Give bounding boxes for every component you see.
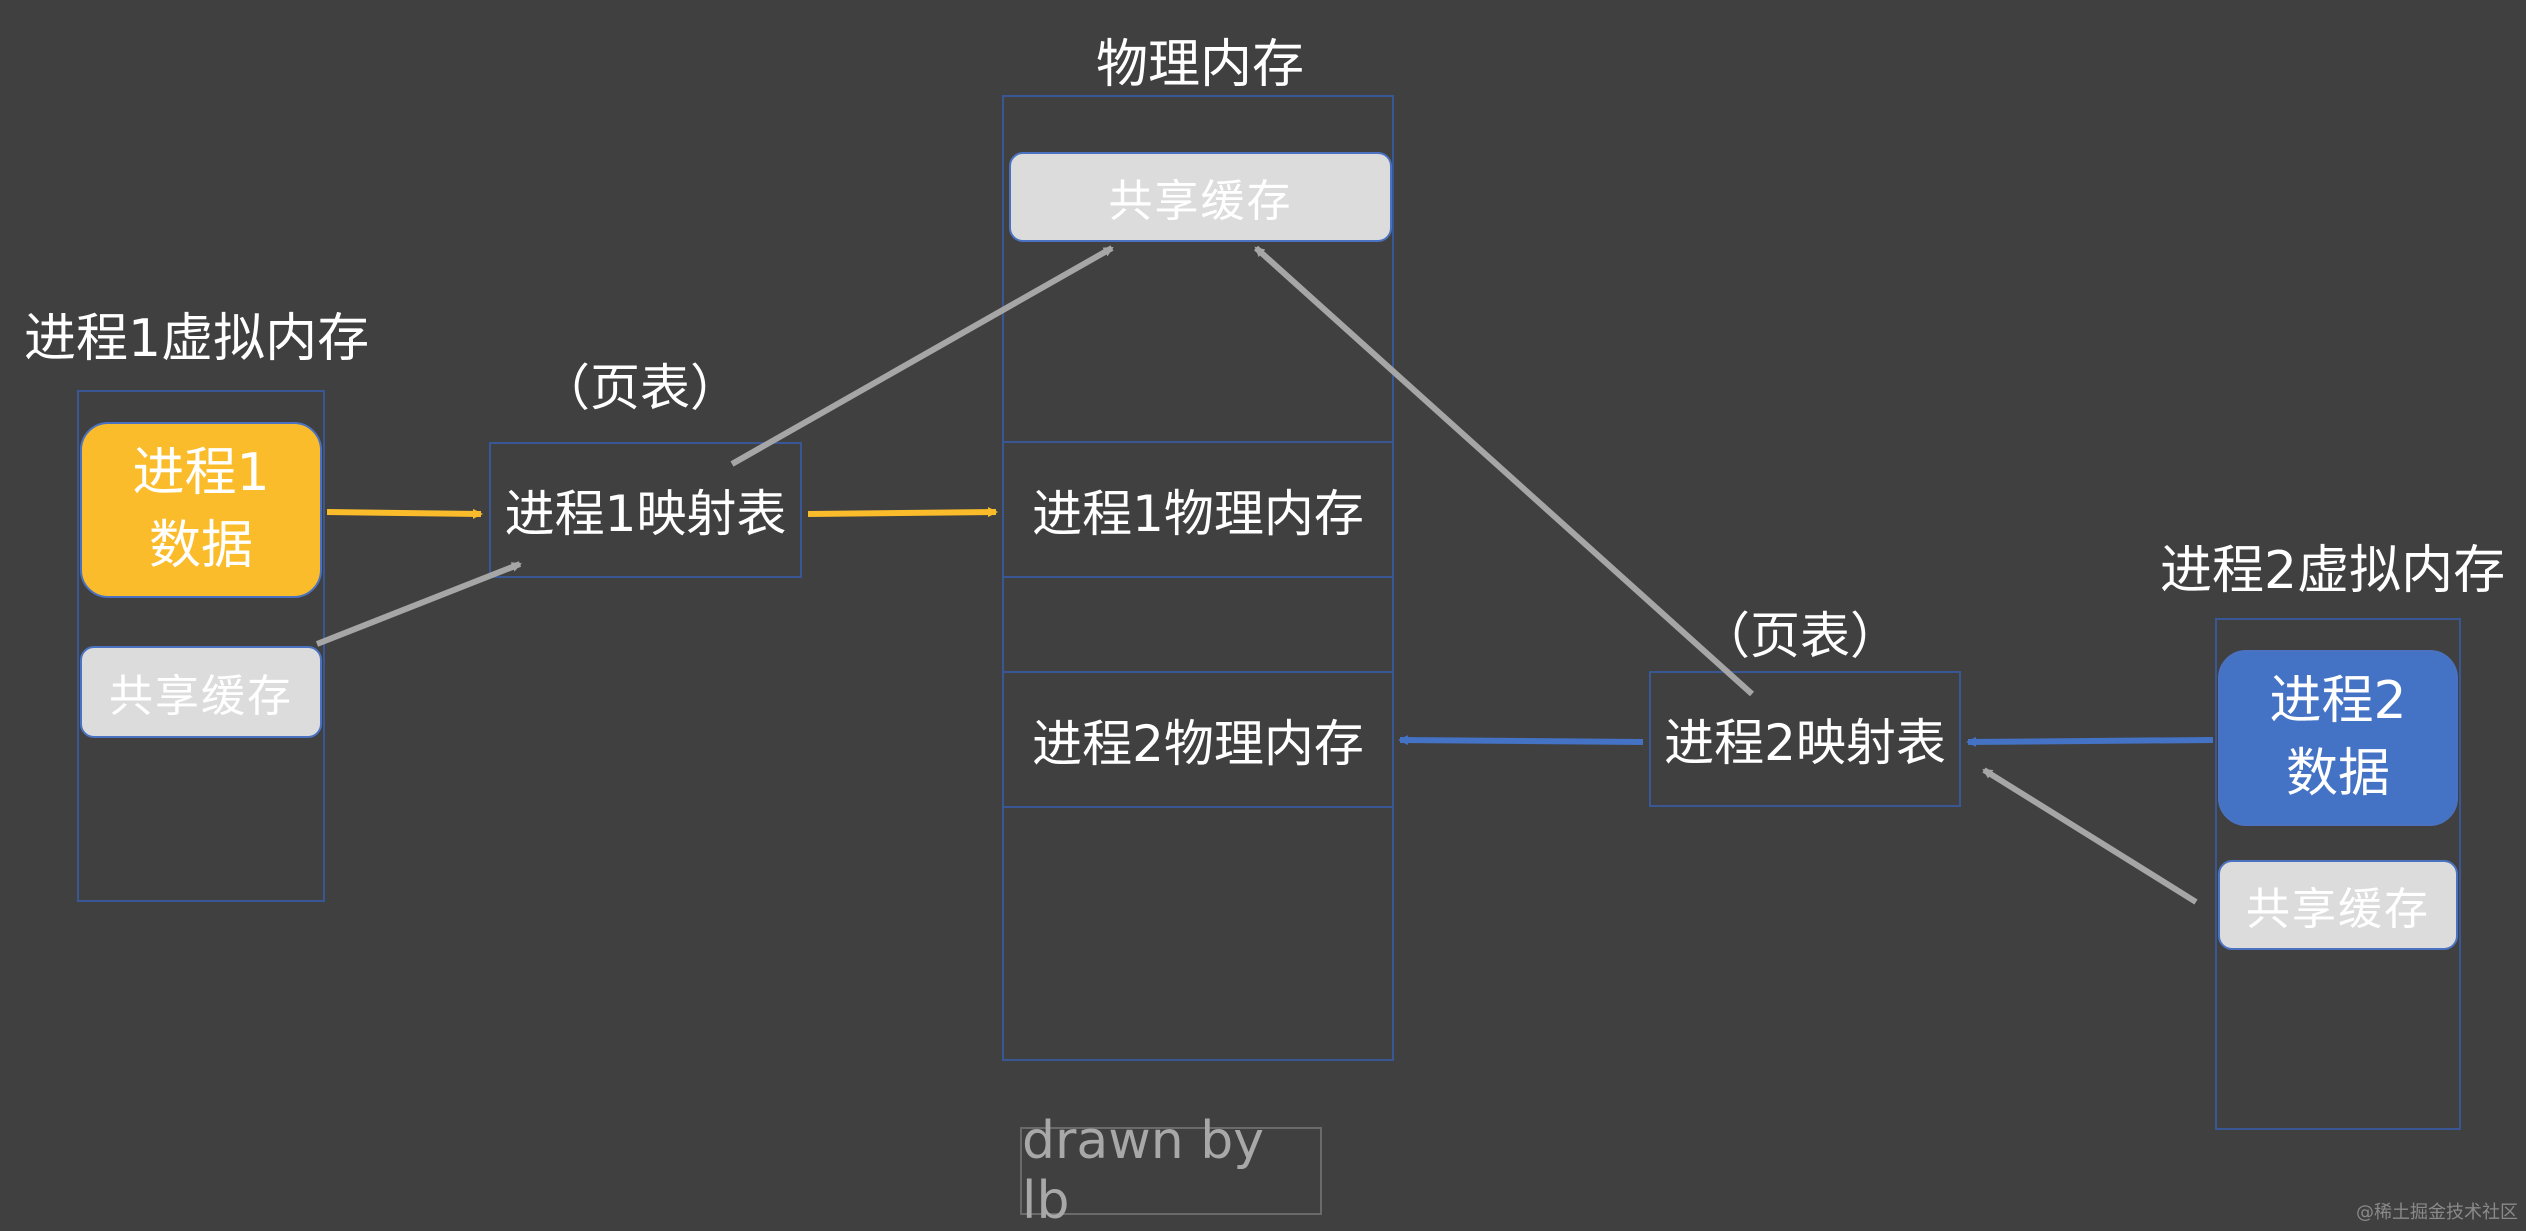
gray-arrows: [315, 245, 2198, 905]
process1-data-line1: 进程1: [132, 443, 270, 504]
process2-page-table-caption: （页表）: [1700, 607, 1900, 665]
process2-data-line1: 进程2: [2269, 671, 2407, 732]
arrow-p2-data-to-map: [1966, 736, 2214, 747]
process2-mapping-table: 进程2映射表: [1649, 671, 1961, 807]
arrow-p1-map-to-physical: [807, 507, 998, 518]
arrow-p1-map-to-shared-physical: [730, 245, 1114, 467]
process1-physical-memory: 进程1物理内存: [1002, 441, 1394, 578]
process1-data-line2: 数据: [148, 516, 253, 576]
arrow-p2-map-to-physical: [1398, 735, 1644, 746]
arrow-p2-map-to-shared-physical: [1253, 245, 1755, 697]
physical-memory-title: 物理内存: [1095, 35, 1304, 95]
process1-page-table-caption: （页表）: [540, 359, 740, 417]
yellow-arrows: [326, 507, 998, 519]
arrow-p1-shared-to-map: [315, 561, 522, 647]
process1-virtual-memory-title: 进程1虚拟内存: [24, 309, 370, 369]
drawn-by-credit: drawn by lb: [1020, 1111, 1322, 1231]
process2-virtual-memory-title: 进程2虚拟内存: [2160, 541, 2506, 601]
process1-shared-cache: 共享缓存: [80, 646, 322, 738]
process1-virtual-memory-frame: [77, 390, 325, 902]
process1-data-block: 进程1 数据: [80, 422, 322, 598]
process2-virtual-memory-frame: [2215, 618, 2461, 1130]
process2-shared-cache: 共享缓存: [2218, 860, 2458, 950]
physical-memory-frame: [1002, 95, 1394, 1061]
physical-shared-cache: 共享缓存: [1009, 152, 1392, 242]
process2-data-block: 进程2 数据: [2218, 650, 2458, 826]
site-watermark: @稀土掘金技术社区: [2356, 1202, 2518, 1223]
process2-data-line2: 数据: [2285, 744, 2390, 804]
arrow-p1-data-to-map: [326, 508, 483, 519]
blue-arrows: [1398, 735, 2214, 747]
process1-mapping-table: 进程1映射表: [489, 442, 802, 578]
arrow-p2-shared-to-map: [1982, 767, 2198, 905]
process2-physical-memory: 进程2物理内存: [1002, 671, 1394, 808]
